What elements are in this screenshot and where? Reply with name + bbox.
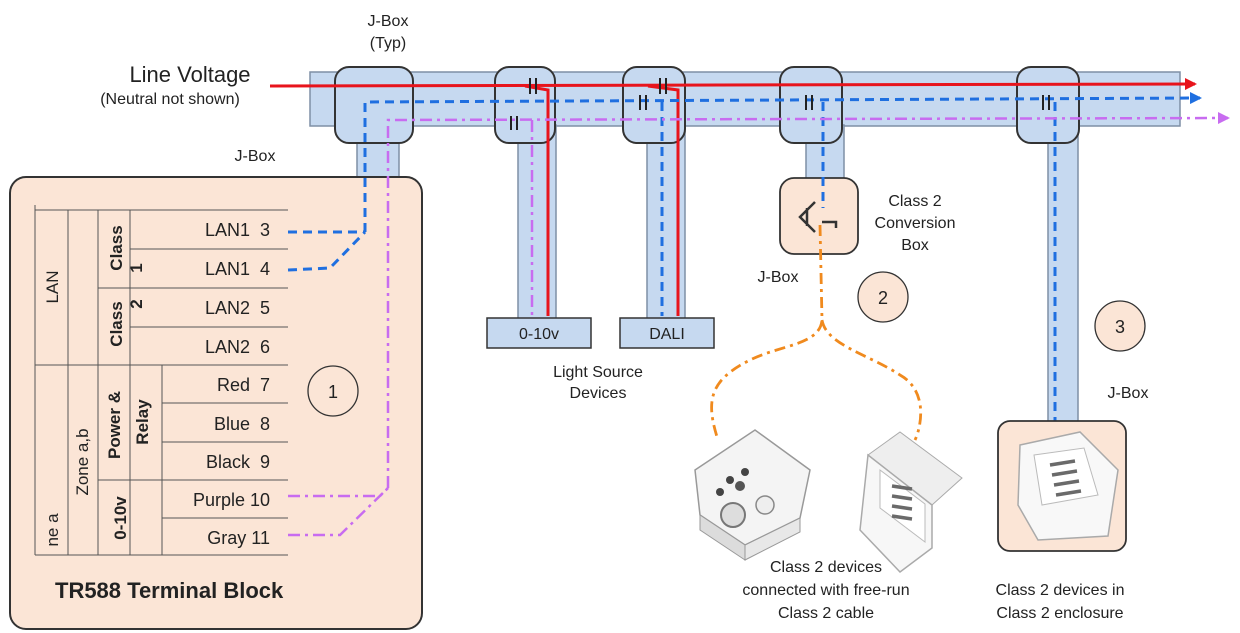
badge-2-circle (857, 271, 909, 323)
dim-label: 0-10v (111, 496, 130, 540)
lan-wire-term4 (287, 230, 367, 272)
free-run-label-1: Class 2 devices (770, 559, 882, 576)
power-relay-label-2: Relay (133, 399, 152, 445)
device-dali-box (619, 317, 715, 349)
light-source-label-1: Light Source (553, 364, 643, 381)
free-run-label-3: Class 2 cable (778, 605, 874, 622)
terminal-lan1-4: LAN1 4 (205, 259, 270, 279)
occupancy-sensor-device (694, 429, 811, 561)
device-dali-label: DALI (649, 326, 685, 343)
conduit-enclosure (1047, 124, 1079, 424)
terminal-labels: LAN1 3 LAN1 4 LAN2 5 LAN2 6 Red 7 Blue 8… (193, 220, 270, 548)
free-run-label-2: connected with free-run (742, 582, 909, 599)
line-voltage-label: Line Voltage (129, 62, 250, 87)
dim-wire-term11 (288, 487, 389, 537)
jbox-right-label: J-Box (1108, 385, 1149, 402)
conversion-label-2: Conversion (875, 215, 956, 232)
class2-cable-wire-branch (820, 319, 923, 441)
enclosure-label-1: Class 2 devices in (996, 582, 1125, 599)
terminal-lan1-3: LAN1 3 (205, 220, 270, 240)
splice-marks (510, 78, 1050, 130)
power-relay-label-1: Power & (105, 391, 124, 459)
badge-1-circle (307, 365, 359, 417)
terminal-gray-11: Gray 11 (207, 528, 270, 548)
class2-cable-wire (710, 224, 824, 441)
junction-box-1 (334, 66, 414, 144)
class2-num-label: 2 (127, 299, 146, 308)
badge-2-label: 2 (878, 288, 888, 308)
badge-3-circle (1094, 300, 1146, 352)
jbox-left-label: J-Box (235, 148, 276, 165)
jbox-conversion-label: J-Box (758, 269, 799, 286)
line-voltage-wire (269, 78, 1197, 91)
terminal-blue-8: Blue 8 (214, 414, 270, 434)
wall-keypad-device (859, 431, 963, 573)
terminal-purple-10: Purple 10 (193, 490, 270, 510)
badge-3-label: 3 (1115, 317, 1125, 337)
device-010v-box (486, 317, 592, 349)
light-source-label-2: Devices (570, 385, 627, 402)
class1-label: Class (107, 225, 126, 270)
enclosure-keypad-device (1017, 431, 1119, 541)
jbox-typ-label-2: (Typ) (370, 35, 406, 52)
conduit-010v (517, 124, 557, 321)
terminal-lan2-6: LAN2 6 (205, 337, 270, 357)
conversion-label-1: Class 2 (888, 193, 941, 210)
terminal-grid (34, 205, 288, 556)
conversion-icon (798, 201, 838, 233)
junction-box-2 (494, 66, 556, 144)
terminal-red-7: Red 7 (217, 375, 270, 395)
terminal-black-9: Black 9 (206, 452, 270, 472)
line-voltage-drop-010v (524, 84, 550, 316)
terminal-lan2-5: LAN2 5 (205, 298, 270, 318)
class1-num-label: 1 (127, 263, 146, 272)
terminal-block-title: TR588 Terminal Block (55, 578, 284, 603)
conversion-box (779, 177, 859, 255)
enclosure-label-2: Class 2 enclosure (996, 605, 1123, 622)
jbox-typ-label-1: J-Box (368, 13, 409, 30)
line-voltage-drop-dali (647, 84, 680, 316)
group-zone-cut-label: ne a (43, 513, 62, 547)
neutral-label: (Neutral not shown) (100, 91, 240, 108)
badge-1-label: 1 (328, 382, 338, 402)
conversion-label-3: Box (901, 237, 929, 254)
device-010v-label: 0-10v (519, 326, 559, 343)
class2-label: Class (107, 301, 126, 346)
dim-wire (386, 112, 1230, 488)
junction-box-3 (622, 66, 686, 144)
group-zone-label: Zone a,b (73, 428, 92, 495)
group-lan-label: LAN (43, 270, 62, 303)
